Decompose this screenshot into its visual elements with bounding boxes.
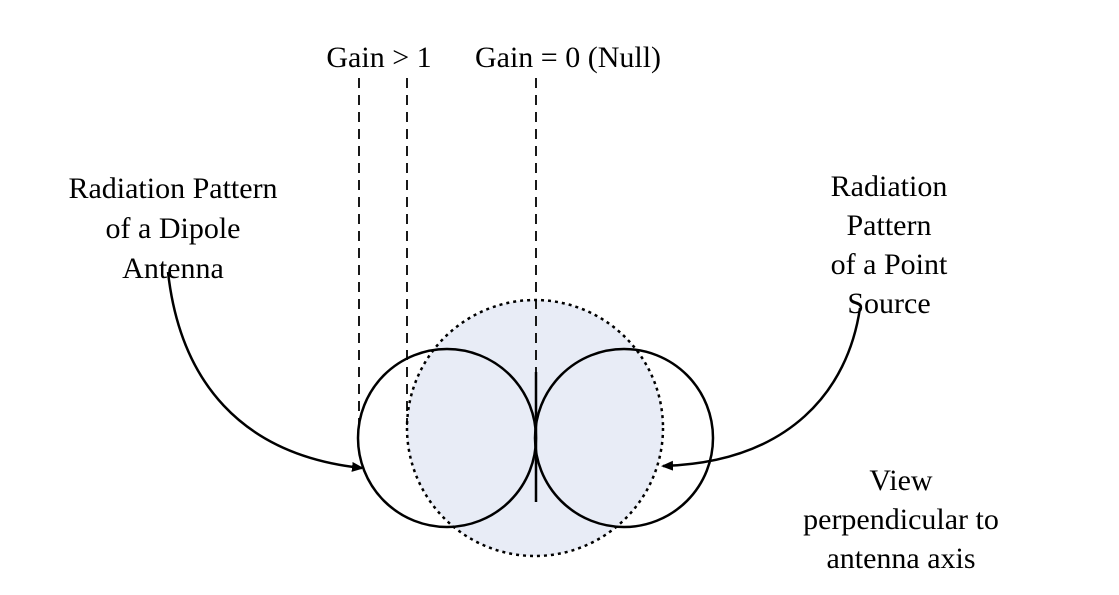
point-source-label-line-2: Pattern [847, 209, 932, 242]
dipole-label-line-3: Antenna [122, 252, 224, 285]
dipole-pointer-arrow [166, 271, 364, 472]
point-source-label-line-3: of a Point [831, 248, 948, 281]
point-source-label-line-1: Radiation [831, 170, 948, 203]
view-label-line-3: antenna axis [826, 542, 975, 575]
gain-null-label: Gain = 0 (Null) [475, 41, 661, 74]
point-source-label-line-4: Source [847, 287, 930, 320]
view-label-line-1: View [869, 464, 933, 497]
view-label-line-2: perpendicular to [803, 503, 999, 536]
dipole-label-line-1: Radiation Pattern [68, 172, 277, 205]
gain-greater-than-one-label: Gain > 1 [326, 41, 431, 74]
point-source-pointer-arrow [661, 307, 862, 471]
dipole-label-line-2: of a Dipole [106, 212, 241, 245]
